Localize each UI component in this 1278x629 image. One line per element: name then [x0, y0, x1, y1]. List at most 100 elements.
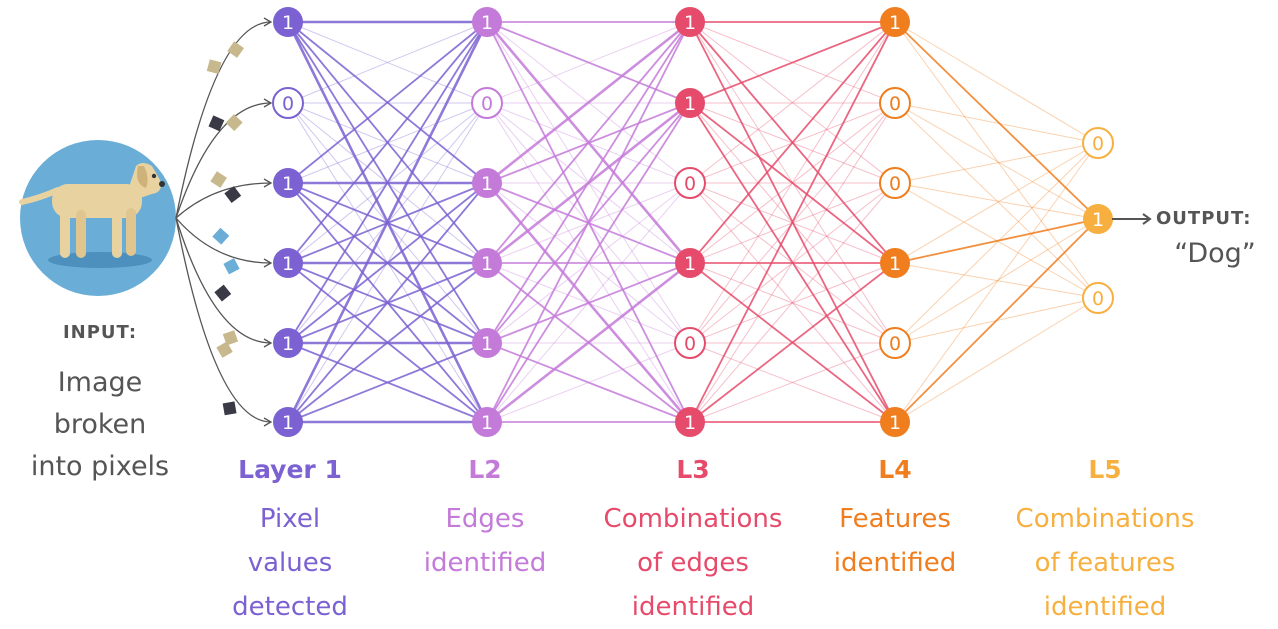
connection-line: [689, 182, 896, 423]
layer-1-desc-line: Pixel: [259, 504, 321, 534]
neuron-node: 0: [674, 327, 706, 359]
node-circle: [675, 88, 705, 118]
connection-line: [287, 21, 488, 264]
pixel-square: [216, 341, 233, 358]
neuron-node: 1: [273, 168, 303, 198]
node-circle: [880, 248, 910, 278]
node-circle: [675, 7, 705, 37]
neuron-node: 1: [273, 328, 303, 358]
neuron-node: 0: [272, 87, 304, 119]
connection-line: [486, 182, 691, 423]
pixel-arrow: [175, 217, 272, 344]
neuron-node: 1: [472, 7, 502, 37]
connection-line: [894, 297, 1099, 423]
arrowhead: [263, 417, 273, 427]
pixel-arrow: [175, 21, 272, 219]
pixel-square: [227, 41, 245, 58]
node-circle: [1082, 282, 1114, 314]
neuron-node: 0: [879, 327, 911, 359]
node-circle: [880, 7, 910, 37]
node-circle: [880, 407, 910, 437]
arrowhead: [263, 98, 273, 108]
layer-5-desc-line: Combinations: [1015, 504, 1195, 534]
node-circle: [675, 407, 705, 437]
node-value: 1: [889, 412, 901, 434]
node-value: 0: [889, 333, 901, 355]
node-value: 1: [481, 253, 493, 275]
layer-4-desc-line: Features: [839, 504, 951, 534]
node-value: 1: [282, 173, 294, 195]
node-value: 1: [889, 12, 901, 34]
node-circle: [879, 87, 911, 119]
connection-line: [894, 21, 1099, 220]
node-value: 1: [282, 412, 294, 434]
node-value: 0: [1092, 288, 1104, 310]
connection-line: [894, 218, 1099, 344]
pixel-square: [222, 401, 237, 416]
connection-line: [287, 102, 488, 423]
output-arrow: [1112, 213, 1152, 225]
node-value: 0: [684, 333, 696, 355]
node-value: 0: [1092, 133, 1104, 155]
connection-line: [689, 21, 896, 184]
pixel-square: [214, 284, 232, 302]
neuron-node: 1: [675, 248, 705, 278]
pixel-square: [212, 227, 230, 245]
dog-icon: [19, 163, 165, 258]
node-value: 1: [282, 333, 294, 355]
node-circle: [879, 327, 911, 359]
pixel-arrow: [175, 102, 272, 219]
input-desc-line: Image: [57, 367, 143, 398]
connection-line: [689, 21, 896, 344]
node-circle: [273, 407, 303, 437]
neuron-node: 0: [879, 167, 911, 199]
neuron-node: 0: [879, 87, 911, 119]
connection-line: [486, 20, 691, 185]
input-desc-line: broken: [53, 409, 147, 440]
connection-line: [894, 142, 1099, 344]
pixel-square: [206, 59, 222, 75]
connection-line: [486, 21, 691, 423]
node-value: 1: [481, 412, 493, 434]
node-value: 1: [684, 412, 696, 434]
neuron-node: 0: [471, 87, 503, 119]
connection-line: [689, 342, 896, 423]
neuron-node: 0: [1082, 282, 1114, 314]
connection-line: [689, 262, 896, 344]
connection-line: [894, 102, 1099, 299]
node-circle: [472, 248, 502, 278]
arrowhead: [263, 258, 273, 268]
connection-line: [689, 262, 896, 423]
layer-5-title: L5: [1088, 455, 1122, 484]
connection-line: [486, 21, 691, 344]
pixel-arrow: [175, 217, 272, 264]
connection-line: [287, 342, 488, 423]
node-value: 1: [481, 333, 493, 355]
node-circle: [273, 168, 303, 198]
pixel-square: [210, 171, 227, 188]
connection-line: [689, 262, 896, 344]
node-circle: [273, 328, 303, 358]
output-value: “Dog”: [1174, 238, 1256, 269]
neuron-node: 1: [675, 88, 705, 118]
connection-line: [894, 218, 1099, 264]
layer-4-desc-line: identified: [833, 548, 957, 578]
arrowhead: [263, 338, 273, 348]
connection-line: [287, 21, 488, 184]
node-value: 1: [282, 253, 294, 275]
neuron-node: 1: [880, 248, 910, 278]
layer-3-title: L3: [676, 455, 710, 484]
node-circle: [272, 87, 304, 119]
connection-line: [286, 21, 489, 423]
pixel-square: [223, 258, 240, 275]
connection-line: [894, 218, 1099, 423]
pixel-arrow: [175, 217, 272, 423]
neuron-node: 1: [880, 7, 910, 37]
node-circle: [1082, 127, 1114, 159]
connection-line: [689, 21, 896, 423]
connection-line: [894, 182, 1099, 220]
neuron-node: 1: [472, 407, 502, 437]
